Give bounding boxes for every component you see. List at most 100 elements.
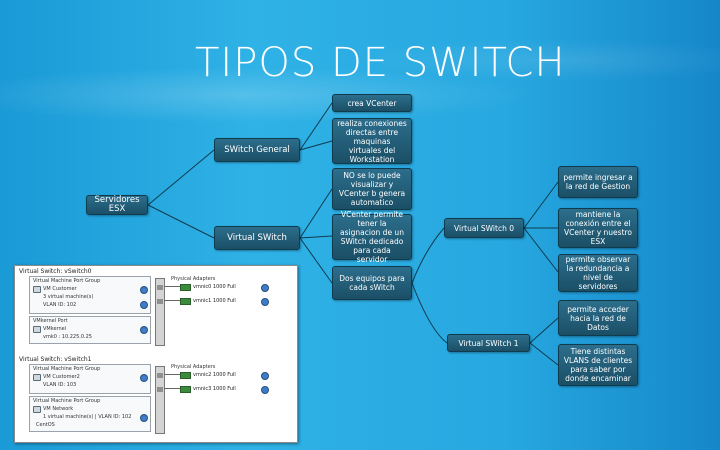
nic-icon [180,298,191,305]
vswitch0-pg-header: Virtual Machine Port Group [33,278,101,284]
node-virtual-switch-0: Virtual SWitch 0 [444,218,524,238]
portgroup-icon [33,286,41,293]
vswitch0-uplink-bar [155,278,165,346]
vswitch1-pg-name: VM Customer2 [43,374,80,380]
vswitch1-vm-name[interactable]: CentOS [36,422,55,428]
vsphere-network-screenshot: Virtual Switch: vSwitch0 Virtual Machine… [14,265,298,443]
vswitch0-pg-sub1: 3 virtual machine(s) [43,294,94,300]
network-globe-icon[interactable] [140,374,148,382]
node-permite-ingresar: permite ingresar a la red de Gestion [558,166,638,198]
vswitch1-pg2-sub: 1 virtual machine(s) | VLAN ID: 102 [43,414,132,420]
vswitch1-pg2-header: Virtual Machine Port Group [33,398,101,404]
node-permite-ingresar-label: permite ingresar a la red de Gestion [563,173,633,191]
vswitch1-adapters-label: Physical Adapters [171,364,216,370]
nic-icon [180,284,191,291]
node-virtual-switch: Virtual SWitch [214,226,300,250]
vswitch1-title: Virtual Switch: vSwitch1 [19,356,92,363]
connector-vs1-acceder [529,317,559,344]
connector-general-realiza [299,140,333,151]
vswitch0-adapters-label: Physical Adapters [171,276,216,282]
nic-link-icon[interactable] [261,284,269,292]
uplink-wire [164,300,180,301]
connector-esx-virtual [147,204,215,239]
vswitch0-nic1: vmnic0 1000 Full [193,284,236,290]
vswitch0-block: Virtual Switch: vSwitch0 Virtual Machine… [19,268,295,352]
connector-general-crea [299,102,333,151]
node-virtual-switch-1: Virtual SWitch 1 [447,334,530,352]
node-dos-equipos-label: Dos equipos para cada sWitch [339,274,405,292]
connector-esx-general [147,149,215,206]
uplink-wire [164,388,180,389]
vswitch1-uplink-bar [155,366,165,434]
uplink-wire [164,374,180,375]
portgroup-icon [33,374,41,381]
node-permite-acceder-label: permite acceder hacia la red de Datos [567,304,629,332]
node-realiza-conexiones-label: realiza conexiones directas entre maquin… [337,118,407,164]
node-permite-acceder: permite acceder hacia la red de Datos [558,300,638,336]
uplink-slot [157,373,163,378]
node-virtual-switch-0-label: Virtual SWitch 0 [454,223,514,233]
node-dos-equipos: Dos equipos para cada sWitch [332,266,412,300]
node-virtual-switch-1-label: Virtual SWitch 1 [458,338,519,348]
nic-icon [180,372,191,379]
node-crea-vcenter: crea VCenter [332,94,412,112]
uplink-wire [164,286,180,287]
network-globe-icon[interactable] [140,414,148,422]
vswitch1-pg-header: Virtual Machine Port Group [33,366,101,372]
vswitch1-portgroup2-box: Virtual Machine Port Group VM Network 1 … [29,396,151,432]
node-tiene-vlans-label: Tiene distintas VLANS de clientes para s… [563,347,633,383]
vswitch0-nic2: vmnic1 1000 Full [193,298,236,304]
node-switch-general: SWitch General [214,138,300,162]
uplink-slot [157,285,163,290]
node-mantiene-conexion-label: mantiene la conexión entre el VCenter y … [563,210,633,246]
node-permite-observar: permite observar la redundancia a nivel … [558,254,638,292]
vswitch1-portgroup-box: Virtual Machine Port Group VM Customer2 … [29,364,151,394]
vswitch0-km-ip: vmk0 : 10.225.0.25 [43,334,92,340]
vswitch1-nic1: vmnic2 1000 Full [193,372,236,378]
node-permite-observar-label: permite observar la redundancia a nivel … [565,255,631,291]
node-realiza-conexiones: realiza conexiones directas entre maquin… [332,118,412,164]
node-vcenter-permite-label: VCenter permite tener la asignacion de u… [340,210,404,264]
nic-icon [180,386,191,393]
connector-virtual-nose [299,188,333,239]
vswitch0-km-header: VMkernel Port [33,318,68,324]
slide-title: TIPOS DE SWITCH [195,40,566,86]
node-no-se-lo-puede-label: NO se lo puede visualizar y VCenter b ge… [338,171,406,207]
uplink-slot [157,387,163,392]
nic-link-icon[interactable] [261,298,269,306]
vswitch0-pg-name: VM Customer [43,286,77,292]
vmkernel-icon [33,326,41,333]
connector-virtual-dos [299,237,333,284]
node-servidores-esx-label: Servidores ESX [94,195,140,214]
node-virtual-switch-label: Virtual SWitch [227,232,287,243]
connector-dos-vs1 [411,282,448,344]
vswitch0-vmkernel-box: VMkernel Port VMkernel vmk0 : 10.225.0.2… [29,316,151,344]
vswitch0-km-name: VMkernel [43,326,67,332]
node-vcenter-permite: VCenter permite tener la asignacion de u… [332,210,412,264]
vswitch0-title: Virtual Switch: vSwitch0 [19,268,92,275]
connector-vs1-vlans [529,342,559,366]
connector-vs0-ingresar [523,181,559,229]
node-no-se-lo-puede: NO se lo puede visualizar y VCenter b ge… [332,168,412,210]
nic-link-icon[interactable] [261,372,269,380]
node-tiene-vlans: Tiene distintas VLANS de clientes para s… [558,344,638,386]
vswitch0-pg-sub2: VLAN ID: 102 [43,302,77,308]
network-globe-icon[interactable] [140,301,148,309]
connector-virtual-vcenter [299,235,333,239]
vswitch1-pg2-name: VM Network [43,406,74,412]
vswitch1-pg-sub1: VLAN ID: 103 [43,382,77,388]
uplink-slot [157,299,163,304]
node-servidores-esx: Servidores ESX [86,195,148,215]
connector-dos-vs0 [411,227,445,284]
node-switch-general-label: SWitch General [224,144,290,155]
network-globe-icon[interactable] [140,326,148,334]
vswitch1-nic2: vmnic3 1000 Full [193,386,236,392]
portgroup-icon [33,406,41,413]
network-globe-icon[interactable] [140,286,148,294]
connector-vs0-observar [523,227,559,273]
vswitch1-block: Virtual Switch: vSwitch1 Virtual Machine… [19,356,295,440]
nic-link-icon[interactable] [261,386,269,394]
vswitch0-portgroup-box: Virtual Machine Port Group VM Customer 3… [29,276,151,314]
